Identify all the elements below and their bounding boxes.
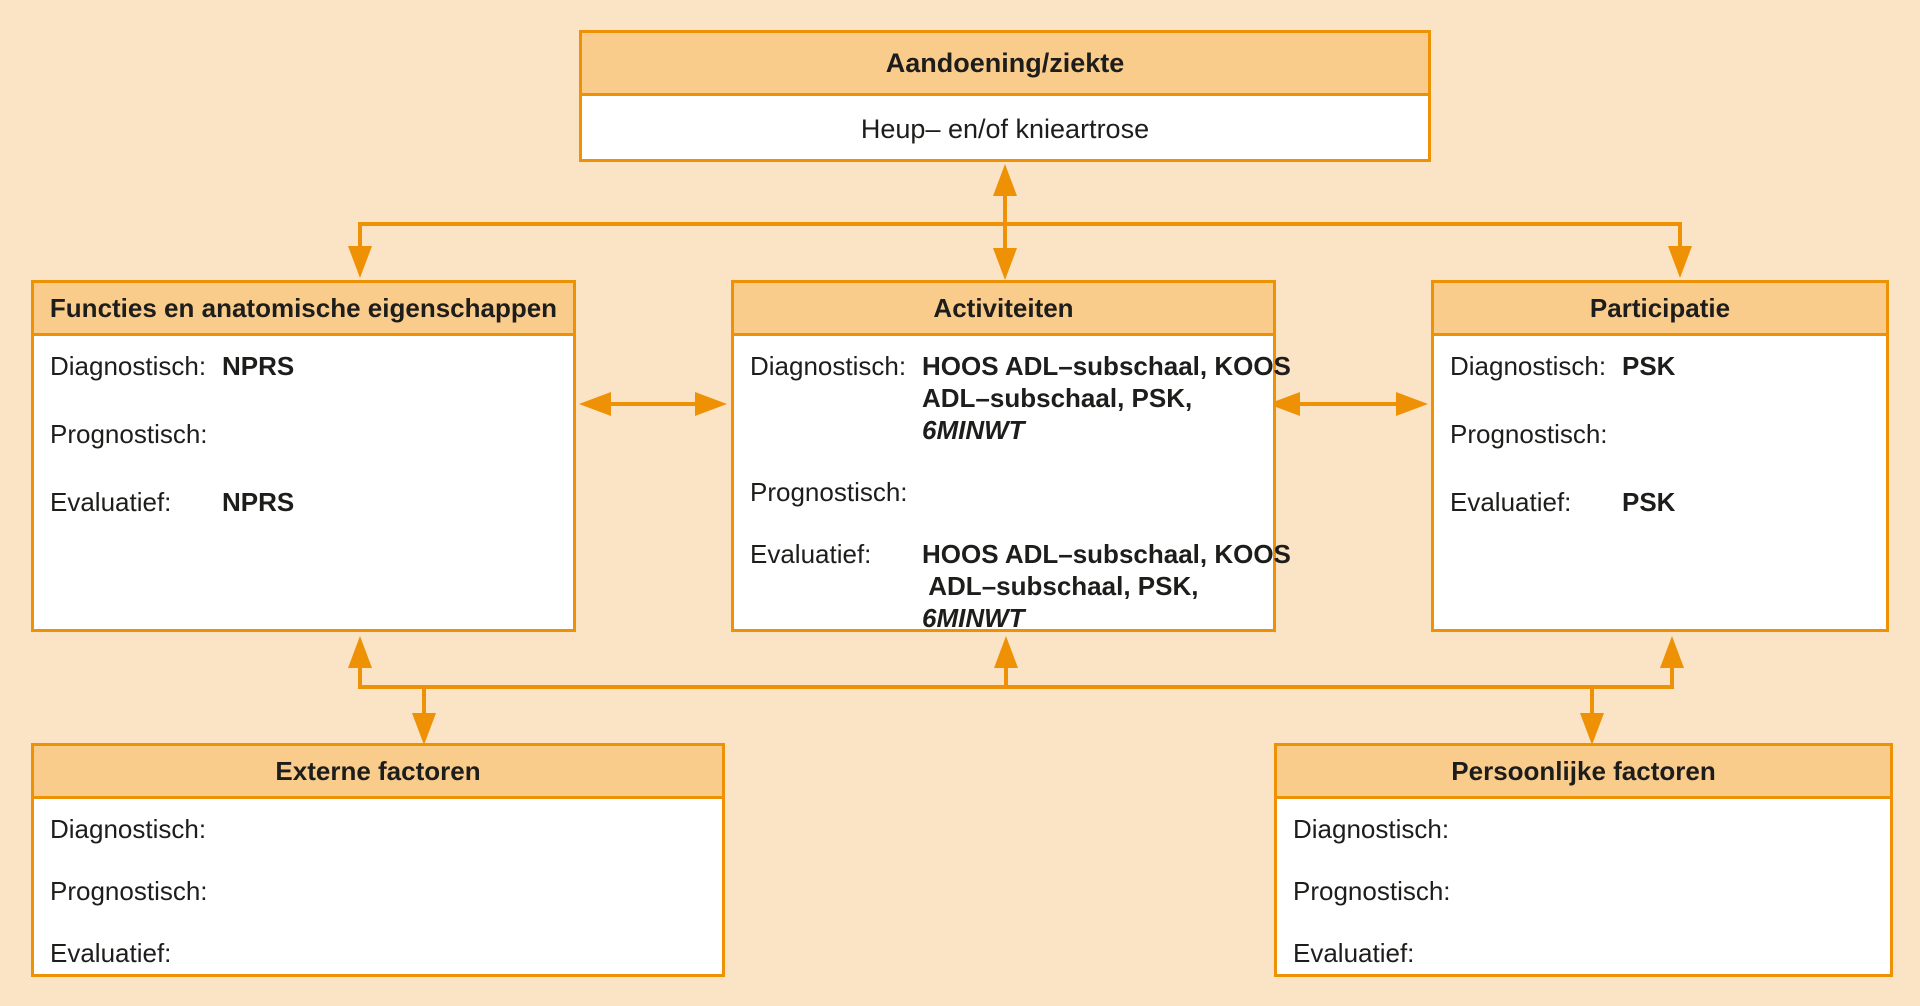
box-external-factors-title: Externe factoren [34,746,722,799]
row-value: PSK [1622,350,1675,382]
measurement-row: Evaluatief: [1293,937,1874,969]
row-label: Diagnostisch: [50,351,207,381]
box-external-factors-rows: Diagnostisch: Prognostisch: Evaluatief: [34,799,722,1006]
measurement-row: Prognostisch: [1293,875,1874,907]
box-condition: Aandoening/ziekte Heup– en/of knieartros… [579,30,1431,162]
row-label: Evaluatief: [750,539,872,569]
row-value-line: PSK [1622,487,1676,517]
measurement-row: Diagnostisch: NPRS [50,350,557,382]
measurement-row: Evaluatief: [50,937,706,969]
row-label: Evaluatief: [1293,938,1415,968]
row-label: Prognostisch: [1450,419,1608,449]
row-value-line: ADL–subschaal, PSK, [922,383,1193,413]
measurement-row: Prognostisch: [750,476,1257,508]
measurement-row: Diagnostisch: [50,813,706,845]
measurement-row: Prognostisch: [50,875,706,907]
box-activities: Activiteiten Diagnostisch: HOOS ADL–subsc… [731,280,1291,633]
row-label: Prognostisch: [50,419,208,449]
box-personal-factors: Persoonlijke factoren Diagnostisch: Progn… [1274,743,1893,977]
row-label: Evaluatief: [50,938,172,968]
row-label: Prognostisch: [750,477,908,507]
row-label: Evaluatief: [50,487,172,517]
row-value-line: NPRS [222,351,295,381]
row-label: Prognostisch: [1293,876,1451,906]
row-value: NPRS [222,350,294,382]
measurement-row: Evaluatief: HOOS ADL–subschaal, KOOS ADL–… [750,538,1291,634]
box-external-factors: Externe factoren Diagnostisch: Prognostis… [31,743,725,977]
box-participation: Participatie Diagnostisch: PSK Prognostisc… [1431,280,1889,632]
row-label: Diagnostisch: [50,814,207,844]
measurement-row: Prognostisch: [1450,418,1870,450]
row-value-line: ADL–subschaal, PSK, [922,571,1199,601]
box-condition-title: Aandoening/ziekte [582,33,1428,96]
row-value-line: HOOS ADL–subschaal, KOOS [922,351,1291,381]
row-value: HOOS ADL–subschaal, KOOS ADL–subschaal, … [922,538,1291,634]
box-participation-rows: Diagnostisch: PSK Prognostisch: Evaluatief:… [1434,336,1886,568]
box-functions-title: Functies en anatomische eigenschappen [34,283,573,336]
measurement-row: Prognostisch: [50,418,557,450]
row-value-line: HOOS ADL–subschaal, KOOS [922,539,1291,569]
measurement-row: Diagnostisch: [1293,813,1874,845]
row-value: PSK [1622,486,1675,518]
row-value-line: 6MINWT [922,415,1025,445]
row-value-line: NPRS [222,487,295,517]
row-value-line: 6MINWT [922,603,1025,633]
box-personal-factors-title: Persoonlijke factoren [1277,746,1890,799]
box-activities-title: Activiteiten [734,283,1273,336]
measurement-row: Evaluatief: PSK [1450,486,1870,518]
row-value: NPRS [222,486,294,518]
box-condition-value: Heup– en/of knieartrose [860,113,1150,144]
row-label: Diagnostisch: [1293,814,1450,844]
row-value-line: PSK [1622,351,1676,381]
box-functions: Functies en anatomische eigenschappen Di… [31,280,576,632]
row-label: Diagnostisch: [1450,351,1607,381]
box-personal-factors-rows: Diagnostisch: Prognostisch: Evaluatief: [1277,799,1890,1006]
box-participation-title: Participatie [1434,283,1886,336]
row-label: Diagnostisch: [750,351,907,381]
measurement-row: Diagnostisch: PSK [1450,350,1870,382]
row-label: Prognostisch: [50,876,208,906]
row-label: Evaluatief: [1450,487,1572,517]
measurement-row: Evaluatief: NPRS [50,486,557,518]
box-functions-rows: Diagnostisch: NPRS Prognostisch: Evaluatief… [34,336,573,568]
